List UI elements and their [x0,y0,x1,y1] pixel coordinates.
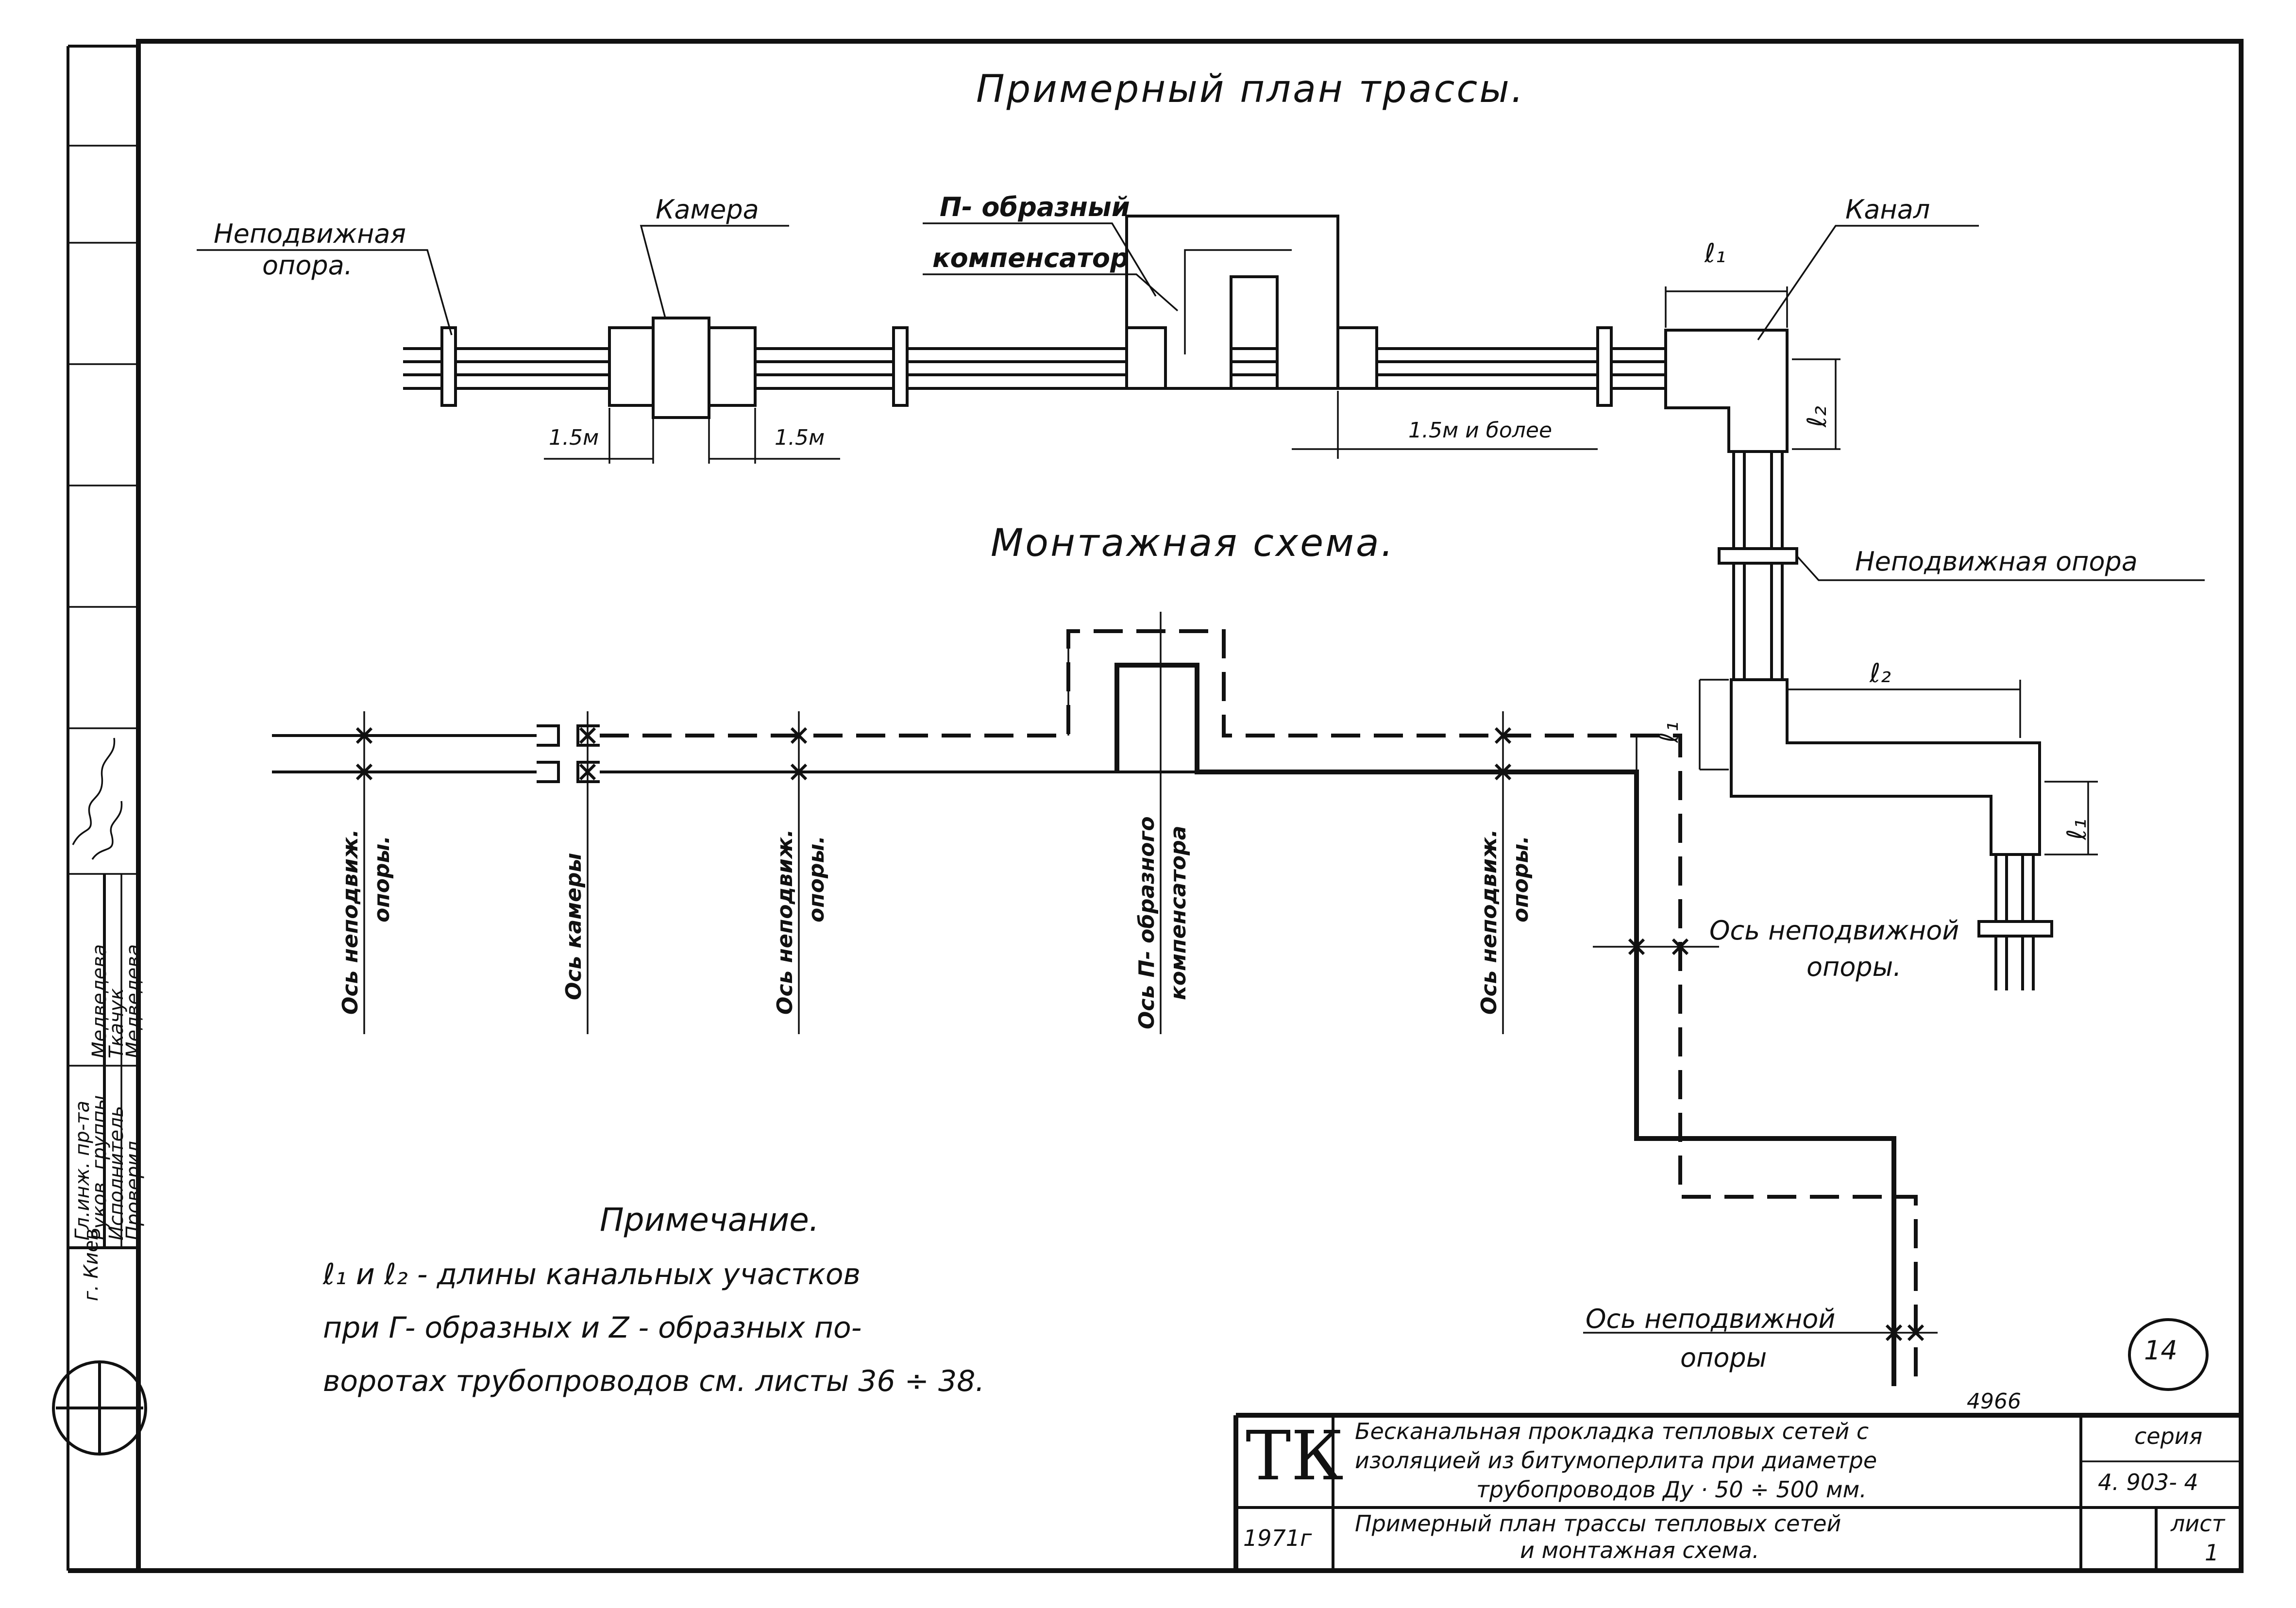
title-block-sheet-value: 1 [2205,1540,2219,1566]
label-compensator-2: компенсатор [932,243,1129,273]
scheme-cross-marks [355,727,1925,1341]
axis-label-1a: Ось неподвиж. [338,829,363,1015]
scheme-axes [363,612,1938,1334]
note-line-3: воротах трубопроводов см. листы 36 ÷ 38. [323,1364,985,1398]
axis-label-6b: опоры. [1806,952,1902,982]
plan-z-channel [1730,678,2041,856]
archive-number: 4966 [1967,1389,2021,1414]
sidebar-stamp [67,46,138,1571]
axis-label-3b: опоры. [804,836,829,922]
sheet-number-circle [2128,1318,2209,1391]
title-block-org: ТК [1246,1417,1344,1496]
axis-label-7a: Ось неподвижной [1586,1304,1836,1334]
plan-fixed-support-1 [440,326,457,407]
scheme-title: Монтажная схема. [991,521,1395,565]
axis-label-3a: Ось неподвиж. [773,829,797,1015]
title-block-sheet-label: лист [2171,1510,2225,1537]
title-block-grid [1233,1413,2241,1571]
dim-l1-left: ℓ₁ [1654,721,1684,743]
plan-leaders [197,222,2205,855]
plan-fixed-support-2 [892,326,909,407]
label-fixed-support-left-2: опора. [262,250,353,281]
scheme-chamber-symbol [537,724,600,783]
axis-label-6a: Ось неподвижной [1709,915,1959,946]
label-compensator-1: П- образный [940,192,1130,222]
sidebar-role-4: Проверил [122,1140,145,1240]
tiu-logo [52,1360,147,1456]
sidebar-name-3: Медведева [122,944,145,1058]
note-title: Примечание. [600,1201,819,1239]
dim-l1-outlet: ℓ₁ [2061,819,2092,840]
dim-1-5m-left: 1.5м [549,425,599,450]
plan-pipeline [403,347,1666,390]
plan-channel-corner [1664,329,1789,453]
plan-chamber-inner [652,317,710,419]
title-block-series-label: серия [2134,1423,2203,1449]
title-block-sheet-title-2: и монтажная схема. [1520,1537,1759,1563]
title-block-year: 1971г [1243,1525,1312,1551]
dim-l2-right: ℓ₂ [1802,406,1832,427]
axis-label-7b: опоры [1680,1342,1767,1373]
plan-fixed-support-5 [1977,920,2053,938]
axis-label-4a: Ось П- образного [1134,816,1159,1029]
note-line-2: при Г- образных и Z - образных по- [323,1311,862,1345]
scheme-lines [272,629,1918,1386]
title-block-series-value: 4. 903- 4 [2098,1469,2198,1495]
sheet-number: 14 [2144,1335,2178,1366]
dim-1-5m-right: 1.5м [775,425,825,450]
title-block-sheet-title-1: Примерный план трассы тепловых сетей [1355,1510,1841,1537]
plan-compensator-sleeve-right [1336,326,1378,390]
dim-1-5m-and-more: 1.5м и более [1408,418,1553,443]
dim-l2-lower: ℓ₂ [1870,658,1891,688]
plan-vertical-run [1732,452,1784,680]
plan-fixed-support-4 [1718,547,1798,565]
title-block-desc-2: изоляцией из битумоперлита при диаметре [1355,1447,1877,1474]
label-chamber: Камера [656,194,759,225]
axis-label-4b: компенсатора [1166,825,1191,1000]
plan-compensator-sleeve-left [1125,326,1167,390]
title-block-desc-1: Бесканальная прокладка тепловых сетей с [1355,1418,1869,1444]
plan-u-compensator [1125,215,1339,390]
plan-title: Примерный план трассы. [976,67,1525,111]
axis-label-5b: опоры. [1508,836,1533,922]
axis-label-5a: Ось неподвиж. [1477,829,1502,1015]
title-block-desc-3: трубопроводов Ду · 50 ÷ 500 мм. [1476,1476,1867,1503]
note-line-1: ℓ₁ и ℓ₂ - длины канальных участков [323,1257,861,1291]
axis-label-2: Ось камеры [561,853,586,1000]
label-fixed-support-left-1: Неподвижная [214,218,406,249]
axis-label-1b: опоры. [370,836,394,922]
label-fixed-support-right: Неподвижная опора [1855,546,2138,577]
plan-fixed-support-3 [1596,326,1613,407]
dim-l1-top: ℓ₁ [1705,238,1726,268]
label-channel: Канал [1845,194,1930,225]
